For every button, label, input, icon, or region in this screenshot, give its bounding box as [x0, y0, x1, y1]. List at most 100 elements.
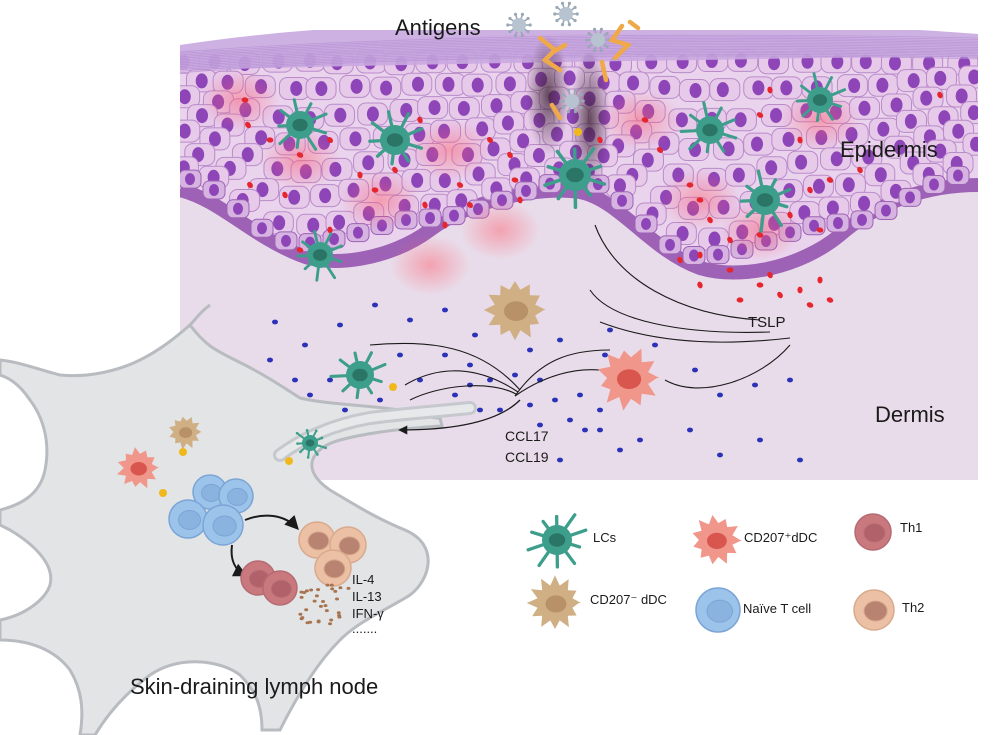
basal-cell [442, 206, 466, 226]
naive-t-cell [168, 499, 208, 539]
migration-arrow [398, 399, 521, 435]
basal-cell [706, 245, 730, 265]
keratinocyte [868, 117, 900, 141]
antigens-label: Antigens [395, 15, 481, 40]
keratinocyte [180, 119, 201, 143]
allergen-icon [550, 42, 568, 55]
tslp-dots [241, 86, 943, 308]
cd207pos-ddc-node [117, 447, 160, 489]
keratinocyte [278, 185, 310, 209]
basal-cell [202, 180, 226, 200]
cytokine-il4: IL-4 [352, 572, 374, 587]
antigen-virus-icon [506, 12, 532, 38]
lc-cell [277, 98, 328, 151]
keratinocyte [743, 132, 775, 156]
keratinocyte [756, 156, 788, 180]
antigen-virus-icon [559, 88, 585, 114]
allergen-icon [627, 19, 641, 31]
naive-t-cell [218, 478, 254, 514]
basal-cell [180, 169, 202, 189]
allergen-icon [599, 59, 609, 83]
legend-icon-cd207neg [526, 575, 582, 629]
antigen-virus-icon [585, 27, 611, 53]
keratinocyte [180, 85, 201, 109]
ccl17-label: CCL17 [505, 428, 549, 444]
lc-cell [543, 147, 607, 209]
chemokine-dots [267, 297, 803, 463]
lc-cell [368, 110, 424, 166]
keratinocyte [960, 101, 978, 125]
legend-label-naive: Naïve T cell [743, 601, 811, 616]
basal-cell [874, 201, 898, 220]
keratinocyte [323, 103, 355, 127]
basal-cell [826, 213, 850, 233]
dermis-label: Dermis [875, 402, 945, 427]
keratinocyte [678, 79, 710, 103]
cytokine-ifng: IFN-γ [352, 606, 384, 621]
lc-cell-node [295, 428, 327, 459]
lc-cell [679, 101, 738, 154]
legend-icon-lc [526, 513, 588, 569]
keratinocyte [743, 76, 775, 100]
legend-icon-naive [695, 587, 741, 633]
keratinocyte [461, 73, 493, 97]
lc-cell [739, 169, 792, 233]
lc-cell [795, 72, 847, 123]
cd207neg-ddc-node [169, 416, 202, 450]
keratinocyte [370, 76, 402, 100]
keratinocyte [867, 73, 899, 97]
basal-cell [418, 208, 442, 228]
keratinocyte [943, 119, 975, 143]
legend-icon-th2 [853, 589, 895, 631]
keratinocyte [925, 66, 957, 90]
basal-cell [226, 199, 250, 219]
legend-icon-cd207pos [692, 515, 743, 565]
cytokine-dots [298, 583, 351, 626]
keratinocyte [618, 71, 650, 95]
keratinocyte [709, 78, 741, 102]
keratinocyte [493, 111, 525, 135]
keratinocyte [912, 86, 944, 110]
legend-label-cd207pos: CD207⁺dDC [744, 530, 817, 545]
allergen-icon [608, 23, 633, 61]
keratinocyte [310, 184, 342, 208]
lc-cell-migrating [329, 351, 387, 400]
legend-label-cd207neg: CD207⁻ dDC [590, 592, 667, 607]
keratinocyte [725, 108, 757, 132]
cytokine-il13: IL-13 [352, 589, 382, 604]
cd207neg-ddc [483, 281, 546, 341]
lc-cell [296, 229, 343, 282]
lymph-node-label: Skin-draining lymph node [130, 674, 378, 699]
basal-cell [634, 214, 658, 234]
keratinocyte [962, 132, 978, 156]
allergen-icon [549, 102, 563, 121]
keratinocyte [339, 74, 371, 98]
legend-label-th2: Th2 [902, 600, 924, 615]
keratinocyte [339, 127, 371, 151]
keratinocyte [296, 213, 328, 237]
basal-cell [922, 175, 946, 195]
basal-cell [850, 210, 874, 230]
cytokine-more: ....... [352, 621, 377, 636]
naive-t-cell [202, 504, 244, 546]
th2-cell [314, 549, 352, 587]
tslp-label: TSLP [748, 314, 786, 331]
keratinocyte [401, 72, 433, 96]
keratinocyte [787, 150, 819, 174]
keratinocyte [417, 96, 449, 120]
keratinocyte [434, 72, 466, 96]
ccl19-label: CCL19 [505, 449, 549, 465]
basal-cell [514, 181, 538, 201]
arrow-to-th2 [244, 514, 299, 531]
epidermis-label: Epidermis [840, 137, 938, 162]
chemokine-curves [369, 342, 611, 401]
keratinocyte [818, 196, 850, 220]
keratinocyte [819, 147, 851, 171]
basal-cell [658, 235, 682, 255]
tslp-signal-curves [589, 224, 791, 389]
allergen-icon [537, 35, 563, 73]
th2-cell [298, 521, 336, 559]
basal-cell [946, 166, 970, 186]
